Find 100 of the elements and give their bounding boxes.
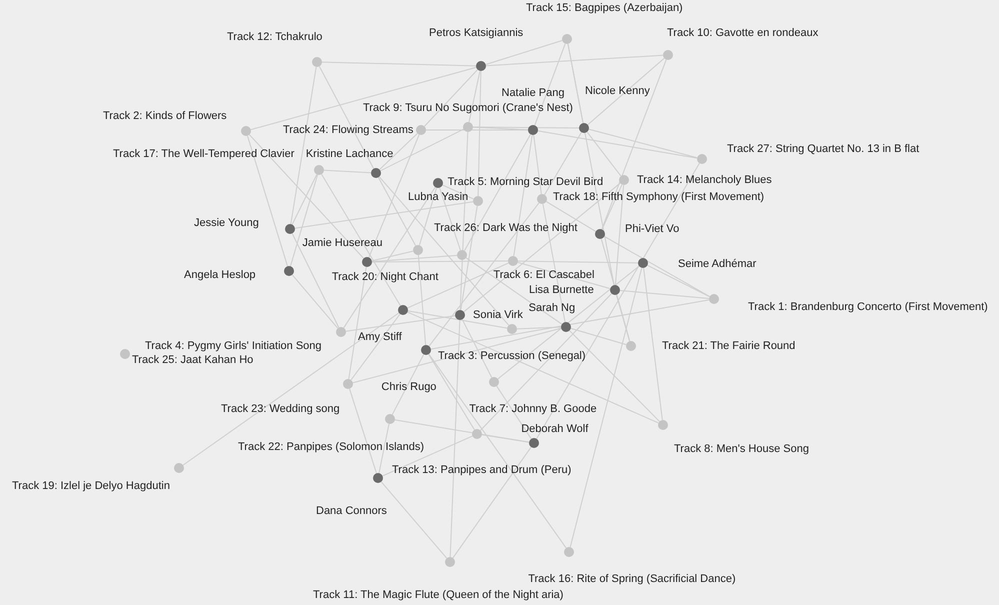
person-name: Phi-Viet Vo <box>625 223 680 235</box>
connector-line <box>497 266 640 380</box>
connector-line <box>182 312 400 466</box>
track-title: Track 24: Flowing Streams <box>283 124 414 136</box>
connector-line <box>349 388 377 474</box>
track-title: Track 9: Tsuru No Sugomori (Crane's Nest) <box>363 102 573 114</box>
track-title: Track 22: Panpipes (Solomon Islands) <box>238 441 424 453</box>
connector-line <box>379 132 418 170</box>
track-title: Track 1: Brandenburg Concerto (First Movement) <box>748 301 988 313</box>
track-title: Track 2: Kinds of Flowers <box>103 110 227 122</box>
person-name: Chris Rugo <box>381 381 436 393</box>
connector-line <box>463 182 621 312</box>
connector-line <box>428 354 567 548</box>
connector-line <box>439 187 461 251</box>
connector-line <box>570 267 642 548</box>
connector-line <box>368 134 420 258</box>
person-name: Nicole Kenny <box>585 85 650 97</box>
track-title: Track 12: Tchakrulo <box>227 31 322 43</box>
connector-line <box>544 132 582 196</box>
connector-line <box>646 264 710 298</box>
connector-line <box>481 434 530 443</box>
connector-line <box>290 174 318 267</box>
connector-line <box>380 128 464 172</box>
connector-line <box>587 58 665 126</box>
person-name: Kristine Lachance <box>306 148 394 160</box>
connector-line <box>601 59 667 230</box>
connector-line <box>424 69 478 127</box>
connector-line <box>294 201 474 229</box>
connector-line <box>407 310 508 329</box>
track-title: Track 20: Night Chant <box>332 271 438 283</box>
person-name: Amy Stiff <box>358 331 402 343</box>
connector-line <box>542 203 566 323</box>
connector-line <box>407 262 509 308</box>
connector-line <box>378 176 510 326</box>
connector-line <box>407 312 659 424</box>
person-name: Angela Heslop <box>184 269 256 281</box>
track-title: Track 25: Jaat Kahan Ho <box>132 354 254 366</box>
connector-line <box>378 176 416 246</box>
track-title: Track 27: String Quartet No. 13 in B flat <box>727 143 920 155</box>
track-title: Track 19: Izlel je Delyo Hagdutin <box>12 480 170 492</box>
connector-line <box>292 174 318 226</box>
connector-line <box>343 186 436 328</box>
person-name: Dana Connors <box>316 505 387 517</box>
track-title: Track 21: The Fairie Round <box>662 340 796 352</box>
connector-line <box>485 40 563 65</box>
connector-line <box>460 132 468 310</box>
connector-line <box>378 423 390 474</box>
connector-line <box>371 250 414 262</box>
connector-line <box>442 184 474 200</box>
connector-line <box>513 134 533 257</box>
connector-line <box>321 174 401 306</box>
connector-line <box>600 238 630 342</box>
connector-line <box>292 274 338 329</box>
connector-line <box>517 262 611 290</box>
connector-line <box>536 162 700 440</box>
connector-line <box>418 254 426 346</box>
connector-line <box>430 299 710 350</box>
connector-line <box>418 187 438 246</box>
track-title: Track 6: El Cascabel <box>493 269 594 281</box>
connector-line <box>533 134 542 195</box>
connector-line <box>250 66 477 130</box>
person-name: Petros Katsigiannis <box>429 27 524 39</box>
connector-line <box>602 184 622 230</box>
connector-line <box>428 354 475 430</box>
track-title: Track 15: Bagpipes (Azerbaijan) <box>526 2 683 14</box>
connector-line <box>392 354 424 416</box>
connector-line <box>382 436 473 476</box>
connector-line <box>588 128 698 158</box>
person-name: Lubna Yasin <box>408 191 468 203</box>
person-name: Jamie Husereau <box>302 237 382 249</box>
connector-line <box>468 70 480 123</box>
person-name: Sarah Ng <box>528 302 576 314</box>
track-title: Track 8: Men's House Song <box>674 443 809 455</box>
connector-line <box>486 54 664 66</box>
connector-line <box>614 184 624 286</box>
connector-line <box>292 232 340 328</box>
connector-line <box>464 134 532 252</box>
connector-line <box>345 315 456 332</box>
connector-line <box>569 330 660 422</box>
connector-line <box>619 290 710 300</box>
connector-line <box>546 201 596 232</box>
track-title: Track 5: Morning Star Devil Bird <box>448 176 604 188</box>
connector-line <box>466 257 562 325</box>
track-title: Track 23: Wedding song <box>221 403 340 415</box>
track-title: Track 18: Fifth Symphony (First Movement) <box>553 191 764 203</box>
person-name: Seime Adhémar <box>678 258 756 270</box>
connector-line <box>570 328 627 346</box>
track-title: Track 16: Rite of Spring (Sacrificial Dance) <box>528 573 736 585</box>
connector-line <box>352 328 562 384</box>
connector-line <box>322 62 476 66</box>
track-title: Track 11: The Magic Flute (Queen of the Night aria) <box>313 589 564 601</box>
connector-line <box>480 293 612 431</box>
person-name: Sonia Virk <box>473 309 523 321</box>
connector-line <box>248 134 364 259</box>
connector-line <box>371 254 458 262</box>
connector-line <box>348 266 367 380</box>
track-title: Track 14: Melancholy Blues <box>637 174 772 186</box>
connector-line <box>450 320 460 558</box>
connector-line <box>567 43 584 124</box>
connector-line <box>462 318 492 378</box>
